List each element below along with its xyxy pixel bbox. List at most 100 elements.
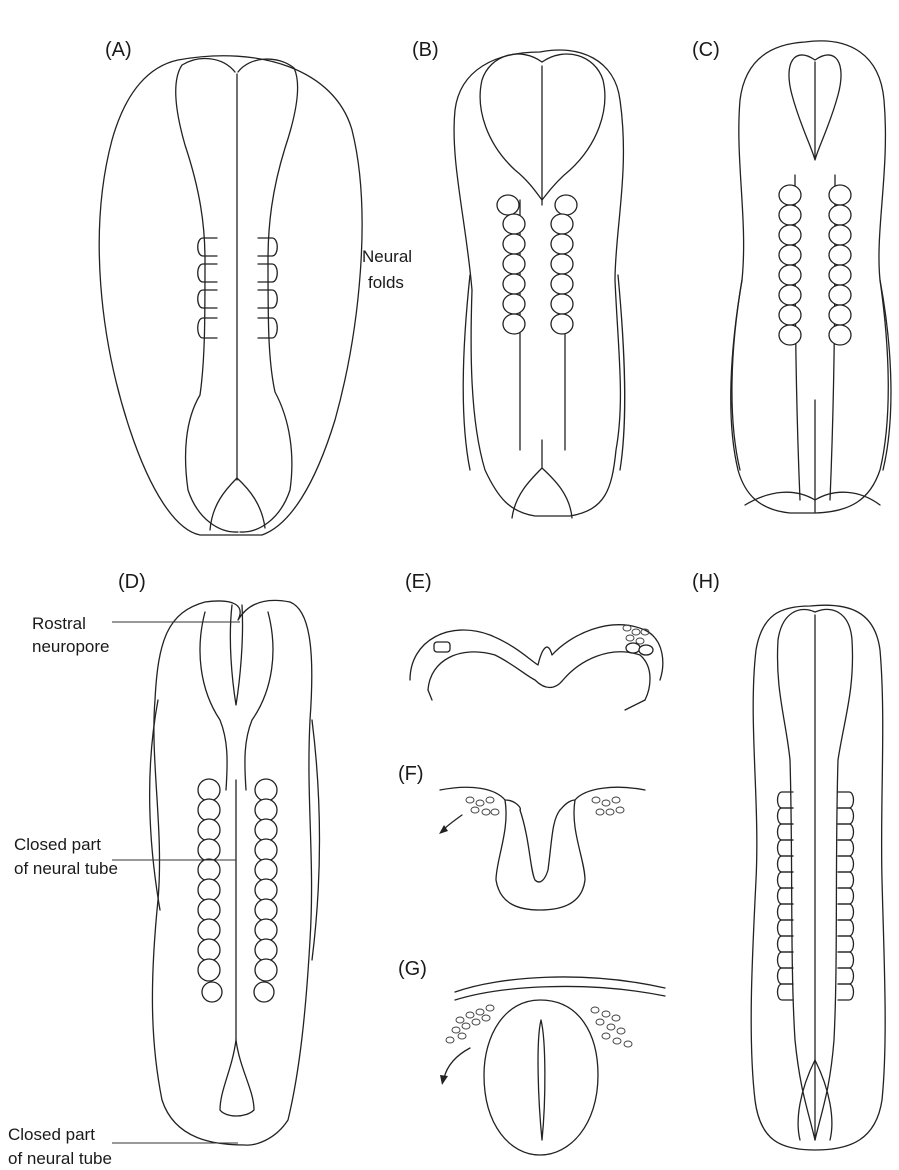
somite: [829, 205, 851, 225]
somite: [255, 939, 277, 961]
panel-label-e: (E): [405, 571, 432, 593]
somite: [829, 265, 851, 285]
somite: [829, 285, 851, 305]
crest-cell: [456, 1017, 464, 1023]
somite: [198, 959, 220, 981]
label-rostral-neuropore-2: neuropore: [32, 637, 110, 656]
crest-cell: [592, 797, 600, 803]
crest-cell: [452, 1027, 460, 1033]
somite: [838, 872, 854, 888]
somites-d-right: [254, 779, 277, 1002]
somite: [838, 936, 854, 952]
head-fold-b-left: [480, 54, 542, 200]
somite: [551, 214, 573, 234]
crest-cell: [466, 1012, 474, 1018]
panel-f: (F): [398, 763, 645, 910]
panel-label-g: (G): [398, 958, 427, 980]
somite: [255, 959, 277, 981]
somite: [503, 234, 525, 254]
somite: [255, 899, 277, 921]
somite: [778, 904, 794, 920]
label-rostral-neuropore: Rostral: [32, 614, 86, 633]
somite: [551, 254, 573, 274]
crest-cell: [624, 1041, 632, 1047]
crest-cell: [491, 809, 499, 815]
crest-cell: [632, 629, 640, 635]
ectoderm-g-inner: [455, 986, 665, 1000]
crest-cell: [626, 635, 634, 641]
embryo-b-outline: [454, 50, 623, 516]
somites-c-left: [779, 185, 801, 345]
somite: [255, 879, 277, 901]
label-closed-part-mid: Closed part: [14, 835, 101, 854]
caudal-neuropore-d: [220, 1040, 254, 1116]
panel-b: (B): [412, 39, 625, 518]
caudal-split-a: [210, 478, 265, 530]
crest-cell: [476, 800, 484, 806]
somite: [551, 294, 573, 314]
somite: [778, 840, 794, 856]
somite: [779, 225, 801, 245]
somite: [838, 984, 854, 1000]
crest-cell: [591, 1007, 599, 1013]
somite: [778, 872, 794, 888]
somite: [829, 225, 851, 245]
migration-arrow-g: [444, 1048, 470, 1078]
somite: [258, 318, 277, 338]
somite: [255, 839, 277, 861]
somite: [198, 859, 220, 881]
panel-label-c: (C): [692, 39, 720, 61]
somite: [255, 919, 277, 941]
crest-cell: [602, 800, 610, 806]
somite: [838, 920, 854, 936]
panel-label-b: (B): [412, 39, 439, 61]
embryo-b-rim: [463, 275, 625, 470]
somite: [838, 968, 854, 984]
somite: [779, 185, 801, 205]
head-fold-b-right: [542, 54, 605, 200]
somite: [829, 325, 851, 345]
somite: [551, 234, 573, 254]
somite: [779, 325, 801, 345]
label-closed-part-mid-2: of neural tube: [14, 859, 118, 878]
crest-cell: [602, 1033, 610, 1039]
somite: [838, 808, 854, 824]
somite: [778, 888, 794, 904]
arrowhead-g: [440, 1075, 448, 1085]
somite: [779, 305, 801, 325]
crest-cell: [613, 1038, 621, 1044]
somite: [503, 274, 525, 294]
caudal-fold-c: [745, 492, 880, 505]
somite: [198, 899, 220, 921]
panel-label-f: (F): [398, 763, 424, 785]
somite: [829, 305, 851, 325]
somites-d-left: [198, 779, 222, 1002]
crest-cells-f-left: [466, 797, 499, 815]
crest-cell: [612, 1015, 620, 1021]
crest-cell: [482, 809, 490, 815]
somite: [551, 274, 573, 294]
crest-cell: [617, 1028, 625, 1034]
somite: [198, 799, 220, 821]
crest-cells-g-left: [446, 1005, 494, 1043]
caudal-split-b: [512, 440, 572, 518]
crest-cell: [602, 1011, 610, 1017]
somite: [503, 294, 525, 314]
panel-label-a: (A): [105, 39, 132, 61]
neural-groove-f-outer: [440, 787, 645, 910]
somite: [198, 819, 220, 841]
somites-c-right: [829, 185, 851, 345]
panel-e: (E): [405, 571, 663, 710]
somite: [198, 238, 217, 256]
panel-label-d: (D): [118, 571, 146, 593]
crest-cell: [486, 797, 494, 803]
crest-cell: [466, 797, 474, 803]
somite: [255, 859, 277, 881]
crest-cell: [623, 625, 631, 631]
crest-cell: [606, 809, 614, 815]
neural-groove-f-inner: [520, 810, 560, 882]
somite: [198, 264, 217, 282]
somite: [198, 839, 220, 861]
somite: [838, 856, 854, 872]
somites-h-right: [838, 792, 854, 1000]
